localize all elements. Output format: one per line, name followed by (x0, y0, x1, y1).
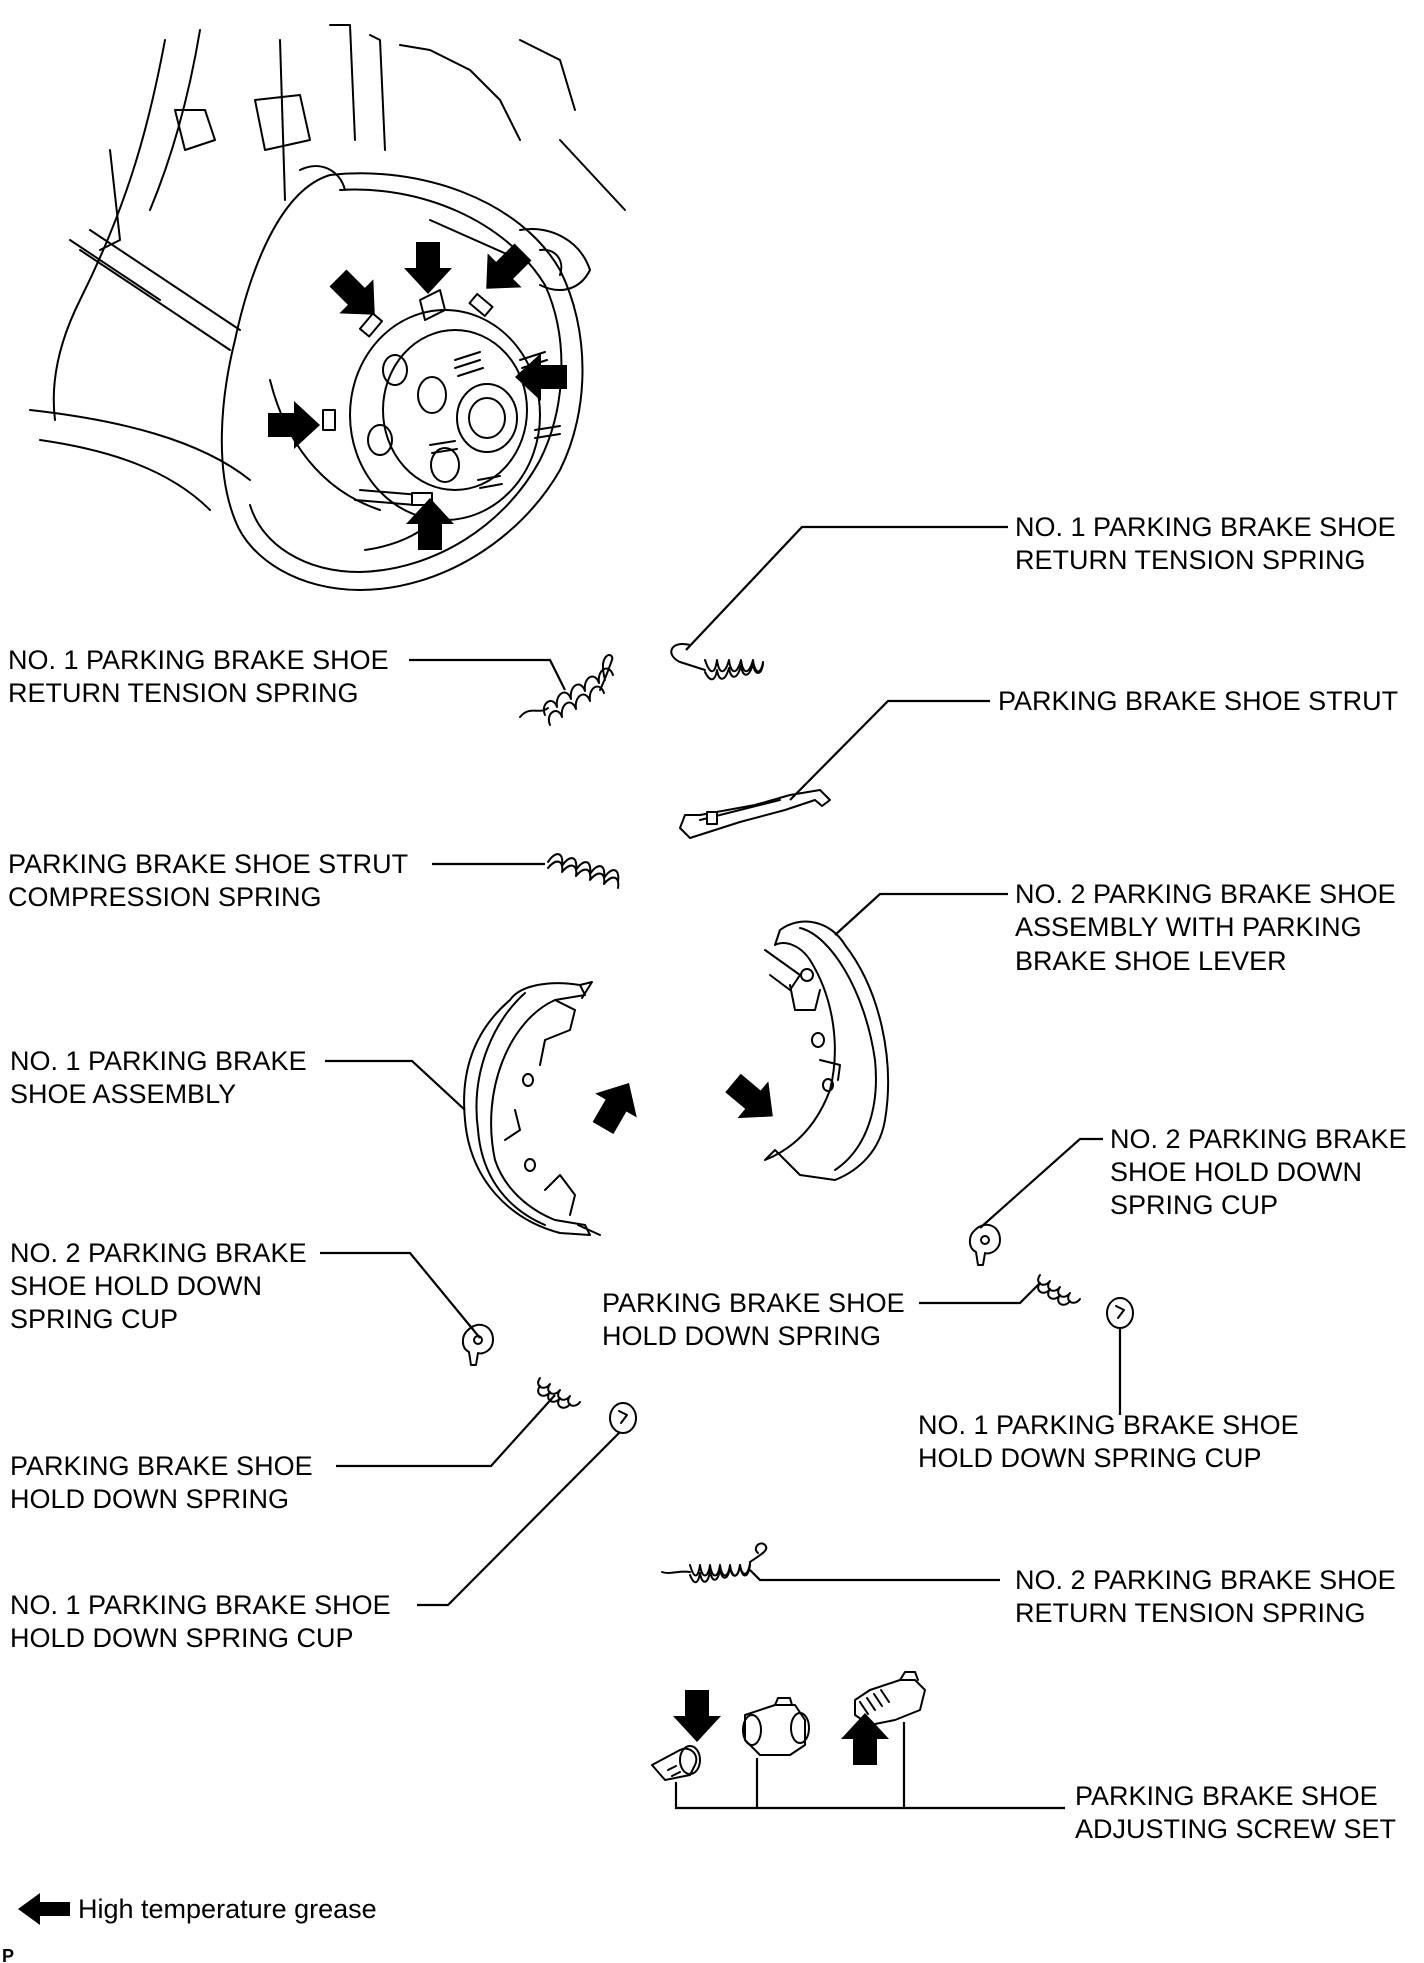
label-no2-cup-left: NO. 2 PARKING BRAKE SHOE HOLD DOWN SPRIN… (10, 1238, 314, 1334)
label-line: PARKING BRAKE SHOE (10, 1451, 313, 1481)
label-line: SPRING CUP (10, 1304, 178, 1334)
label-line: ASSEMBLY WITH PARKING (1015, 912, 1362, 942)
return-spring-left-drawing (519, 654, 614, 726)
label-adjusting-screw-set: PARKING BRAKE SHOE ADJUSTING SCREW SET (1075, 1781, 1396, 1844)
label-line: HOLD DOWN SPRING CUP (918, 1443, 1262, 1473)
label-line: NO. 1 PARKING BRAKE (10, 1046, 307, 1076)
label-return-spring-top: NO. 1 PARKING BRAKE SHOE RETURN TENSION … (1015, 512, 1403, 575)
label-hold-down-spring-center: PARKING BRAKE SHOE HOLD DOWN SPRING (602, 1288, 912, 1351)
no1-shoe-assembly-drawing (463, 981, 637, 1236)
label-line: HOLD DOWN SPRING (10, 1484, 289, 1514)
adjusting-screw-set-drawing (651, 1671, 926, 1781)
legend-text: High temperature grease (78, 1894, 377, 1924)
label-line: NO. 1 PARKING BRAKE SHOE (10, 1590, 391, 1620)
no2-shoe-assembly-drawing (725, 920, 890, 1181)
label-line: HOLD DOWN SPRING (602, 1321, 881, 1351)
label-line: RETURN TENSION SPRING (1015, 545, 1366, 575)
label-line: NO. 2 PARKING BRAKE (1110, 1124, 1407, 1154)
label-line: PARKING BRAKE SHOE STRUT (8, 849, 408, 879)
label-line: PARKING BRAKE SHOE (1075, 1781, 1378, 1811)
no2-cup-left-drawing (461, 1323, 494, 1366)
backing-plate-illustration (29, 24, 626, 591)
label-hold-down-spring-left: PARKING BRAKE SHOE HOLD DOWN SPRING (10, 1451, 320, 1514)
label-line: NO. 1 PARKING BRAKE SHOE (918, 1410, 1299, 1440)
label-line: RETURN TENSION SPRING (1015, 1598, 1366, 1628)
label-line: NO. 2 PARKING BRAKE SHOE (1015, 1565, 1396, 1595)
label-line: ADJUSTING SCREW SET (1075, 1814, 1396, 1844)
return-spring-top-drawing (670, 643, 764, 681)
no2-return-spring-drawing (661, 1542, 768, 1584)
label-return-spring-left: NO. 1 PARKING BRAKE SHOE RETURN TENSION … (8, 645, 396, 708)
label-no2-return-spring: NO. 2 PARKING BRAKE SHOE RETURN TENSION … (1015, 1565, 1403, 1628)
label-shoe-strut: PARKING BRAKE SHOE STRUT (998, 686, 1398, 716)
label-line: PARKING BRAKE SHOE STRUT (998, 686, 1398, 716)
label-line: HOLD DOWN SPRING CUP (10, 1623, 354, 1653)
hold-down-spring-right-drawing (1037, 1274, 1081, 1306)
label-no1-cup-right: NO. 1 PARKING BRAKE SHOE HOLD DOWN SPRIN… (918, 1410, 1306, 1473)
compression-spring-drawing (547, 853, 620, 889)
label-line: BRAKE SHOE LEVER (1015, 946, 1287, 976)
label-line: RETURN TENSION SPRING (8, 678, 359, 708)
label-line: SHOE HOLD DOWN (1110, 1157, 1362, 1187)
no2-cup-right-drawing (968, 1223, 1001, 1266)
label-line: NO. 2 PARKING BRAKE SHOE (1015, 879, 1396, 909)
hold-down-spring-left-drawing (537, 1377, 581, 1409)
label-line: SPRING CUP (1110, 1190, 1278, 1220)
label-no1-cup-left: NO. 1 PARKING BRAKE SHOE HOLD DOWN SPRIN… (10, 1590, 398, 1653)
label-line: PARKING BRAKE SHOE (602, 1288, 905, 1318)
corner-mark: P (2, 1946, 14, 1963)
label-line: SHOE HOLD DOWN (10, 1271, 262, 1301)
label-no2-shoe-assembly: NO. 2 PARKING BRAKE SHOE ASSEMBLY WITH P… (1015, 879, 1403, 976)
left-arrow-icon (18, 1893, 70, 1925)
no1-cup-left-drawing (609, 1402, 637, 1434)
label-strut-compression-spring: PARKING BRAKE SHOE STRUT COMPRESSION SPR… (8, 849, 415, 912)
no1-cup-right-drawing (1106, 1297, 1134, 1329)
label-line: COMPRESSION SPRING (8, 882, 322, 912)
leader-lines (320, 525, 1122, 1810)
label-line: NO. 2 PARKING BRAKE (10, 1238, 307, 1268)
label-line: NO. 1 PARKING BRAKE SHOE (8, 645, 389, 675)
shoe-strut-drawing (679, 789, 831, 839)
label-line: NO. 1 PARKING BRAKE SHOE (1015, 512, 1396, 542)
label-line: SHOE ASSEMBLY (10, 1079, 236, 1109)
legend: High temperature grease (18, 1893, 377, 1925)
label-no1-shoe-assembly: NO. 1 PARKING BRAKE SHOE ASSEMBLY (10, 1046, 314, 1109)
label-no2-cup-right: NO. 2 PARKING BRAKE SHOE HOLD DOWN SPRIN… (1110, 1124, 1414, 1220)
